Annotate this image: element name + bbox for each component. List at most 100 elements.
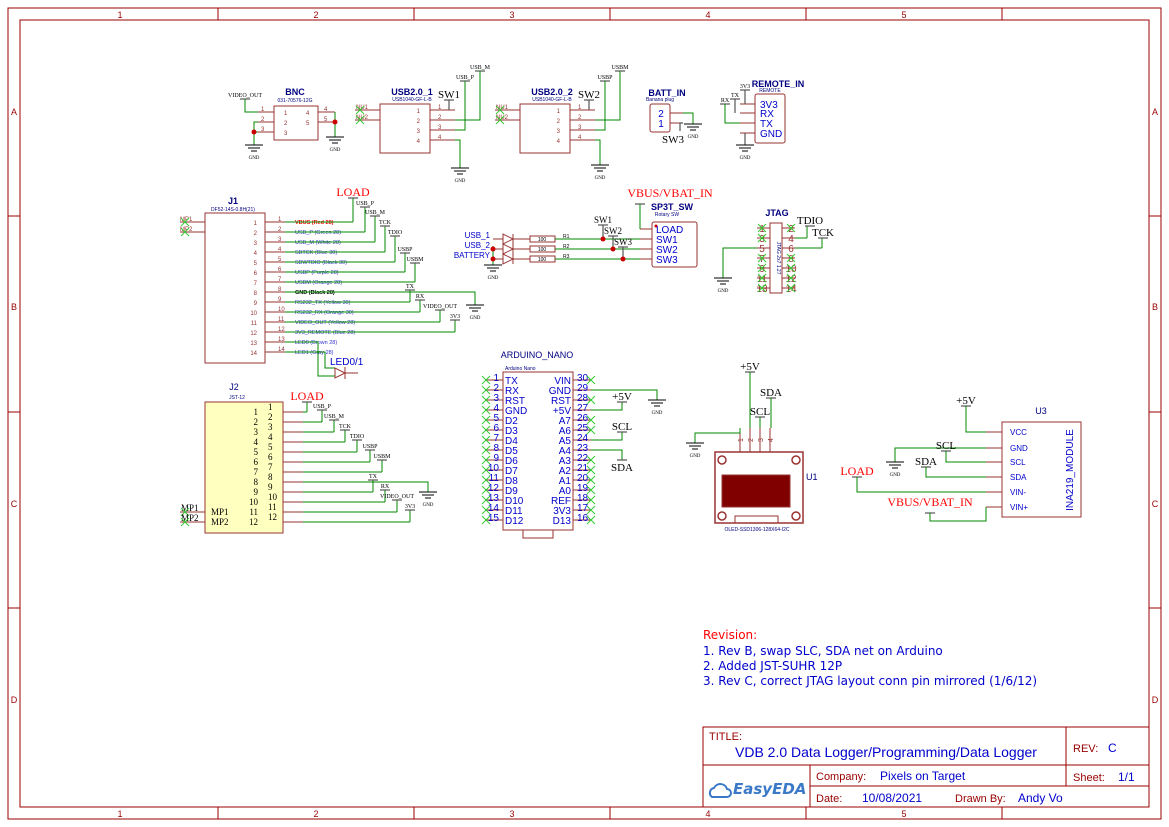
pin-number: 4 xyxy=(557,139,561,145)
pin-number: 1 xyxy=(278,217,282,223)
pin-number: 14 xyxy=(278,347,285,353)
pin-name: RX xyxy=(760,109,774,120)
pin-number: 15 xyxy=(488,513,500,524)
input-label: USB_1 xyxy=(465,231,491,240)
net-label: SW2 xyxy=(604,226,622,236)
wire-description: RS232_TX (Yellow 30) xyxy=(295,300,351,306)
net-label: SDA xyxy=(760,387,782,399)
no-connect-icon xyxy=(586,515,596,525)
no-connect-icon xyxy=(481,515,491,525)
pin-number: 4 xyxy=(324,107,328,113)
resistor-value: 100 xyxy=(538,257,547,263)
pin-number: 1 xyxy=(268,402,273,412)
component-ref: BATT_IN xyxy=(648,88,685,98)
usb2-connector xyxy=(519,103,571,154)
no-connect-icon xyxy=(180,227,190,237)
pin-number: 6 xyxy=(278,267,282,273)
row-label: A xyxy=(1152,107,1158,117)
net-label: RX xyxy=(381,484,390,490)
pin-number: 9 xyxy=(254,487,259,497)
no-connect-icon xyxy=(180,507,190,517)
net-label: SDA xyxy=(915,456,937,468)
mounting-hole-icon xyxy=(791,455,801,465)
pin-number: 4 xyxy=(254,437,259,447)
ground-label: GND xyxy=(688,135,699,140)
pin-name: D2 xyxy=(505,416,518,427)
no-connect-icon xyxy=(586,375,596,385)
net-label: VBUS/VBAT_IN xyxy=(627,186,713,200)
pin-number: 16 xyxy=(577,513,589,524)
row-label: B xyxy=(11,302,17,312)
wire xyxy=(595,71,621,121)
pin-number: 3 xyxy=(278,237,282,243)
pin-number: 10 xyxy=(488,463,500,474)
pin-number: 12 xyxy=(278,327,285,333)
no-connect-icon xyxy=(786,223,796,233)
pin-number: 1 xyxy=(759,224,765,235)
row-label: D xyxy=(11,695,18,705)
pin-number: 27 xyxy=(577,403,589,414)
wire xyxy=(455,81,466,131)
pin-number: 2 xyxy=(254,417,259,427)
net-label: LOAD xyxy=(336,185,370,199)
ground-label: GND xyxy=(718,289,729,294)
wire xyxy=(455,71,481,121)
component-ref: JTAG xyxy=(765,208,788,218)
pin-name: SCL xyxy=(1010,458,1026,467)
oled-notch xyxy=(734,515,779,524)
pin-number: 1 xyxy=(254,221,258,227)
pin-name: RST xyxy=(505,396,525,407)
pin-name: A4 xyxy=(559,446,572,457)
pin-name: MP2 xyxy=(181,513,199,523)
junction-dot xyxy=(490,246,496,252)
pin-number: 6 xyxy=(788,244,794,255)
column-label: 2 xyxy=(313,809,318,819)
no-connect-icon xyxy=(481,405,491,415)
net-label: TX xyxy=(369,474,378,480)
net-label: SCL xyxy=(750,406,770,418)
pin-number: 8 xyxy=(278,287,282,293)
usb1-connector xyxy=(379,103,431,154)
net-label: TCK xyxy=(379,220,392,226)
no-connect-icon xyxy=(586,495,596,505)
part-number: Rotary SW xyxy=(655,212,679,218)
part-number: Banana plug xyxy=(646,97,674,103)
wire xyxy=(285,351,335,369)
part-number: OLED-SSD1306-128X64-I2C xyxy=(724,527,789,533)
pin-number: 1 xyxy=(658,119,664,130)
pin-number: 24 xyxy=(577,433,589,444)
resistor-ref: R1 xyxy=(563,234,570,240)
no-connect-icon xyxy=(786,263,796,273)
row-label: C xyxy=(11,499,18,509)
pin-number: 13 xyxy=(278,337,285,343)
no-connect-icon xyxy=(481,485,491,495)
pin-number: 2 xyxy=(268,412,273,422)
wire xyxy=(679,122,683,131)
pin-number: 2 xyxy=(438,115,442,121)
net-label: +5V xyxy=(740,361,760,373)
pin-name: D10 xyxy=(505,496,524,507)
ground-label: GND xyxy=(455,179,466,184)
no-connect-icon xyxy=(180,517,190,527)
pin-name: D11 xyxy=(505,506,523,517)
pin-name: SDA xyxy=(1010,473,1027,482)
pin-number: 10 xyxy=(268,492,278,502)
pin-name: TX xyxy=(505,376,518,387)
no-connect-icon xyxy=(481,435,491,445)
no-connect-icon xyxy=(481,445,491,455)
column-label: 1 xyxy=(117,10,122,20)
input-label: BATTERY xyxy=(454,251,491,260)
j2-connector xyxy=(204,401,284,534)
pin-number: 2 xyxy=(748,438,755,442)
net-label: SW1 xyxy=(594,215,612,225)
no-connect-icon xyxy=(757,233,767,243)
net-label: RX xyxy=(416,294,425,300)
pin-name: REF xyxy=(551,496,571,507)
easyeda-logo-icon xyxy=(708,783,732,798)
pin-number: 2 xyxy=(417,119,421,125)
pin-number: 2 xyxy=(557,119,561,125)
wire xyxy=(894,447,986,462)
net-label: TCK xyxy=(339,424,352,430)
company-label: Company: xyxy=(816,771,866,783)
